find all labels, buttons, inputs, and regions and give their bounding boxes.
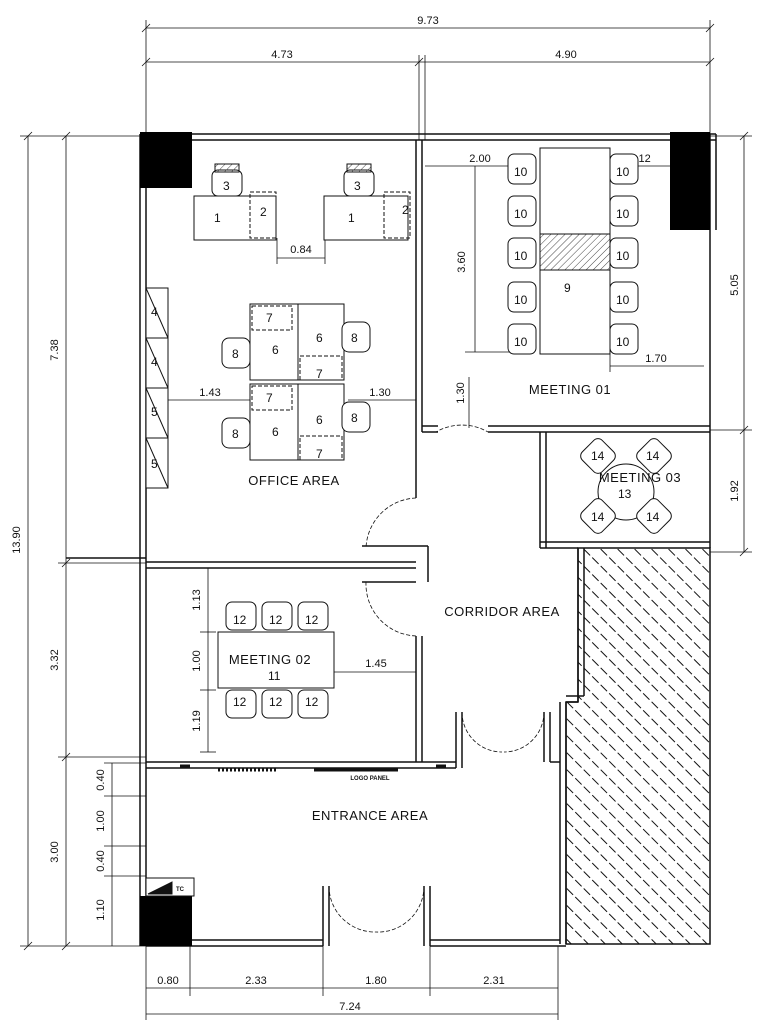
item-10-d: 10: [514, 293, 528, 307]
item-6-d: 6: [316, 413, 323, 427]
furniture-numbers: 1 1 2 2 3 3 4 4 5 5 6 6 6 6 7 7 7 7 8 8 …: [151, 165, 660, 709]
dim-m01-bottom-right: 1.70: [645, 353, 666, 365]
dim-m02-2: 1.00: [191, 650, 203, 671]
dim-ent-2: 1.00: [95, 810, 107, 831]
item-12-f: 12: [305, 695, 319, 709]
item-12-e: 12: [269, 695, 283, 709]
doors: [328, 424, 545, 933]
item-9: 9: [564, 281, 571, 295]
item-10-c: 10: [514, 249, 528, 263]
dim-left-width: 4.73: [271, 49, 292, 61]
column-top-left: [140, 132, 192, 188]
logo-panel-label: LOGO PANEL: [350, 776, 390, 782]
item-8-a: 8: [232, 347, 239, 361]
item-7-a: 7: [266, 311, 273, 325]
dim-bottom-total: 7.24: [339, 1001, 360, 1013]
item-14-b: 14: [646, 449, 660, 463]
item-8-d: 8: [351, 411, 358, 425]
room-label-meeting03: MEETING 03: [599, 470, 681, 485]
item-12-d: 12: [233, 695, 247, 709]
dim-m02-4: 1.45: [365, 658, 386, 670]
item-5-a: 5: [151, 405, 158, 419]
item-12-c: 12: [305, 613, 319, 627]
dim-office-left: 1.43: [199, 387, 220, 399]
dim-right-upper: 5.05: [729, 274, 741, 295]
item-10-f: 10: [616, 165, 630, 179]
item-11: 11: [268, 669, 281, 683]
dim-right-mid: 1.92: [729, 480, 741, 501]
dim-total-height: 13.90: [11, 526, 23, 554]
dim-office-right: 1.30: [369, 387, 390, 399]
item-14-a: 14: [591, 449, 605, 463]
item-10-b: 10: [514, 207, 528, 221]
hatched-zone: [565, 547, 711, 945]
dim-right-width: 4.90: [555, 49, 576, 61]
item-7-c: 7: [266, 391, 273, 405]
meeting01-furniture: [507, 147, 639, 355]
dim-ent-1: 0.40: [95, 769, 107, 790]
dim-bottom-4: 2.31: [483, 975, 504, 987]
item-6-a: 6: [272, 343, 279, 357]
item-12-a: 12: [233, 613, 247, 627]
room-label-corridor: CORRIDOR AREA: [444, 604, 560, 619]
dim-bottom-2: 2.33: [245, 975, 266, 987]
item-10-a: 10: [514, 165, 528, 179]
item-6-b: 6: [316, 331, 323, 345]
dim-lower-height: 3.00: [49, 841, 61, 862]
item-8-c: 8: [232, 427, 239, 441]
item-14-c: 14: [591, 510, 605, 524]
meeting03-furniture: [580, 438, 672, 534]
dim-bottom-1: 0.80: [157, 975, 178, 987]
item-5-b: 5: [151, 457, 158, 471]
item-8-b: 8: [351, 331, 358, 345]
dim-upper-height: 7.38: [49, 339, 61, 360]
room-label-entrance: ENTRANCE AREA: [312, 808, 428, 823]
dim-total-width: 9.73: [417, 15, 438, 27]
item-1-b: 1: [348, 211, 355, 225]
column-bottom-left: [140, 896, 192, 946]
item-1-a: 1: [214, 211, 221, 225]
dim-m01-height: 3.60: [456, 251, 468, 272]
dimension-lines: [20, 20, 752, 1020]
tc-label: TC: [176, 887, 185, 893]
item-13: 13: [618, 487, 632, 501]
dimension-labels: 9.73 4.73 4.90 13.90 7.38 3.32 3.00 0.40…: [11, 15, 741, 1013]
dim-m01-top-left: 2.00: [469, 153, 490, 165]
item-3-b: 3: [354, 179, 361, 193]
item-10-e: 10: [514, 335, 528, 349]
item-7-b: 7: [316, 367, 323, 381]
room-label-office: OFFICE AREA: [248, 473, 339, 488]
office-furniture: [145, 163, 411, 489]
dim-m02-3: 1.19: [191, 710, 203, 731]
dim-bottom-3: 1.80: [365, 975, 386, 987]
item-2-a: 2: [260, 205, 267, 219]
item-2-b: 2: [402, 203, 409, 217]
item-12-b: 12: [269, 613, 283, 627]
dim-desk-gap: 0.84: [290, 244, 311, 256]
item-10-j: 10: [616, 335, 630, 349]
column-top-right: [670, 132, 710, 230]
dim-m02-1: 1.13: [191, 589, 203, 610]
dim-mid-height: 3.32: [49, 649, 61, 670]
item-6-c: 6: [272, 425, 279, 439]
item-10-g: 10: [616, 207, 630, 221]
item-7-d: 7: [316, 447, 323, 461]
dim-ent-4: 1.10: [95, 899, 107, 920]
item-4-b: 4: [151, 355, 158, 369]
dim-ent-3: 0.40: [95, 850, 107, 871]
dim-door-height: 1.30: [455, 382, 467, 403]
room-label-meeting02: MEETING 02: [229, 652, 311, 667]
item-3-a: 3: [223, 179, 230, 193]
meeting02-furniture: [217, 601, 335, 719]
item-14-d: 14: [646, 510, 660, 524]
item-10-h: 10: [616, 249, 630, 263]
entrance-details: [145, 764, 446, 897]
item-10-i: 10: [616, 293, 630, 307]
room-labels: OFFICE AREA MEETING 01 MEETING 02 MEETIN…: [229, 382, 681, 823]
room-label-meeting01: MEETING 01: [529, 382, 611, 397]
item-4-a: 4: [151, 305, 158, 319]
